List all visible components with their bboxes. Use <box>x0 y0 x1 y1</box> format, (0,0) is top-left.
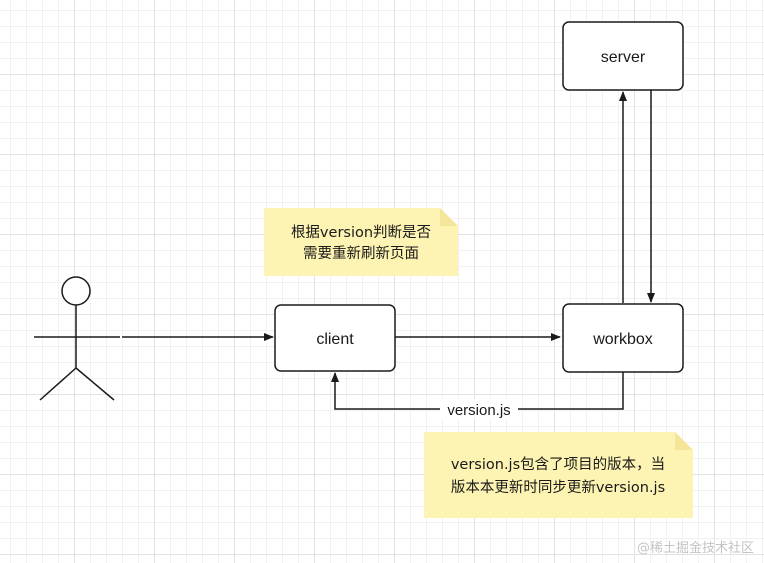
edge-label-text: version.js <box>447 402 510 419</box>
version-js-edge-label: version.js <box>440 399 518 419</box>
workbox-node[interactable]: workbox <box>562 303 684 373</box>
workbox-note-line-2: 版本本更新时同步更新version.js <box>451 479 665 496</box>
client-node-label: client <box>316 331 354 348</box>
workbox-node-label: workbox <box>592 331 653 348</box>
client-note: 根据version判断是否 需要重新刷新页面 <box>264 208 458 276</box>
client-node[interactable]: client <box>274 304 396 372</box>
workbox-note-line-1: version.js包含了项目的版本，当 <box>451 456 665 473</box>
actor-icon <box>34 276 120 401</box>
client-note-line-1: 根据version判断是否 <box>291 224 431 241</box>
client-note-line-2: 需要重新刷新页面 <box>303 245 419 262</box>
server-node[interactable]: server <box>562 21 684 91</box>
workbox-note: version.js包含了项目的版本，当 版本本更新时同步更新version.j… <box>424 432 693 518</box>
server-node-label: server <box>601 49 646 66</box>
watermark-text: @稀土掘金技术社区 <box>637 540 754 556</box>
